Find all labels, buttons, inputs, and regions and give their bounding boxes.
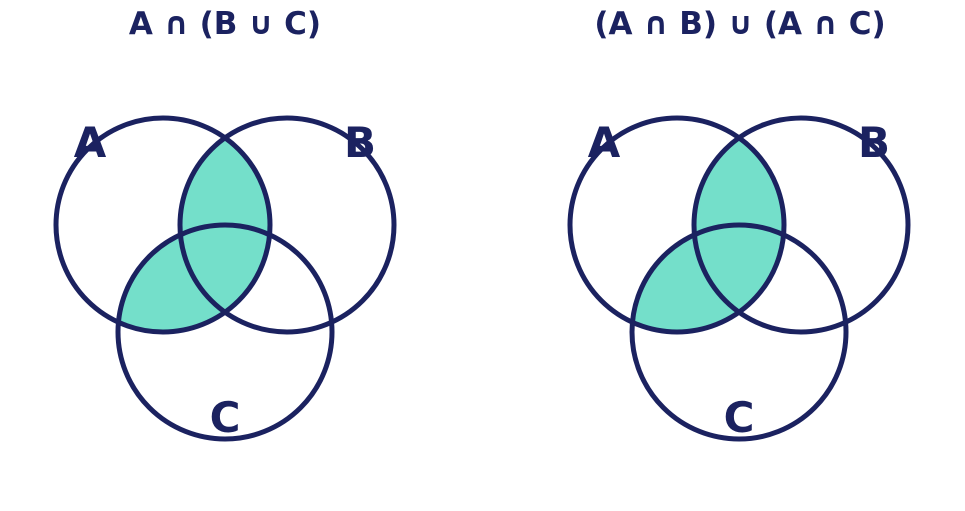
left-label-b: B bbox=[344, 118, 376, 167]
left-circle-a bbox=[53, 115, 273, 335]
left-circle-c bbox=[115, 222, 335, 442]
left-shade-a-and-c bbox=[118, 225, 270, 332]
left-label-a: A bbox=[74, 118, 107, 167]
left-diagram-title: A ∩ (B ∪ C) bbox=[128, 6, 322, 42]
right-label-b: B bbox=[858, 118, 890, 167]
right-shaded-region bbox=[632, 118, 784, 332]
right-diagram-title: (A ∩ B) ∪ (A ∩ C) bbox=[594, 6, 886, 42]
left-venn-diagram: A B C bbox=[53, 115, 397, 442]
right-circle-a bbox=[567, 115, 787, 335]
right-venn-diagram: A B C bbox=[567, 115, 911, 442]
right-label-a: A bbox=[588, 118, 621, 167]
right-circle-c bbox=[629, 222, 849, 442]
left-label-c: C bbox=[210, 393, 241, 442]
right-shade-a-and-c bbox=[632, 225, 784, 332]
left-circle-b bbox=[177, 115, 397, 335]
left-shaded-region bbox=[118, 118, 270, 332]
right-label-c: C bbox=[724, 393, 755, 442]
right-circle-b bbox=[691, 115, 911, 335]
